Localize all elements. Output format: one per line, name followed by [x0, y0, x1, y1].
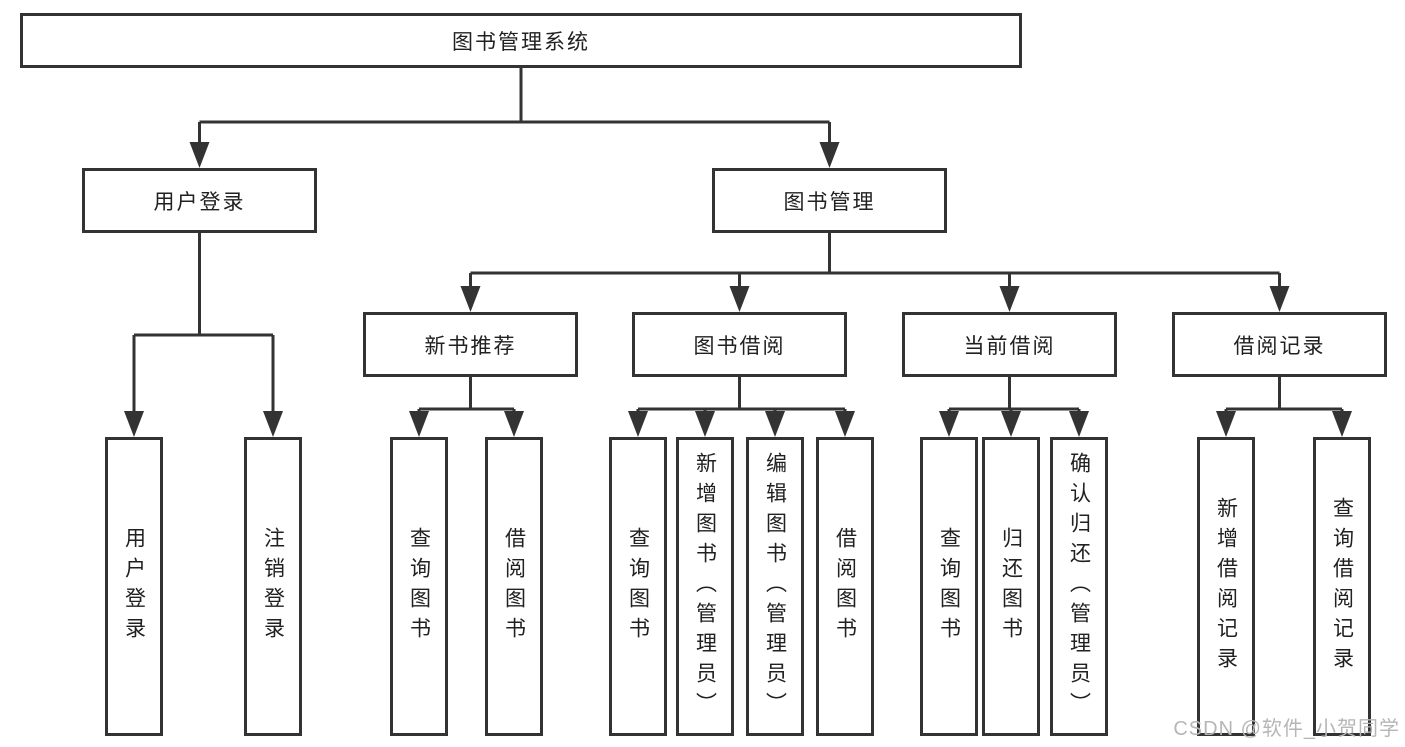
arrow-down-icon	[504, 411, 524, 437]
node-borrowing-records: 借阅记录	[1172, 312, 1387, 377]
branch-current-borrow-children	[947, 377, 1081, 415]
arrow-down-icon	[1269, 286, 1290, 312]
branch-book-borrow-children	[636, 377, 847, 415]
leaf-return-books: 归还图书	[982, 437, 1040, 736]
arrow-down-icon	[999, 286, 1020, 312]
branch-user-login-children	[132, 233, 275, 415]
arrow-down-icon	[1001, 411, 1021, 437]
leaf-query-books-current: 查询图书	[920, 437, 978, 736]
leaf-add-books-admin: 新增图书（管理员）	[676, 437, 734, 736]
arrow-down-icon	[1216, 411, 1236, 437]
arrow-down-icon	[263, 411, 283, 437]
leaf-confirm-return-admin: 确认归还（管理员）	[1050, 437, 1108, 736]
leaf-user-login: 用户登录	[105, 437, 163, 736]
node-user-login: 用户登录	[82, 168, 317, 233]
node-book-borrowing: 图书借阅	[632, 312, 847, 377]
arrowheads	[124, 142, 1352, 437]
arrow-down-icon	[695, 411, 715, 437]
arrow-down-icon	[765, 411, 785, 437]
leaf-logout: 注销登录	[244, 437, 302, 736]
leaf-query-borrow-record: 查询借阅记录	[1313, 437, 1371, 736]
arrow-down-icon	[1069, 411, 1089, 437]
arrow-down-icon	[835, 411, 855, 437]
arrow-down-icon	[124, 411, 144, 437]
arrow-down-icon	[460, 286, 481, 312]
leaf-add-borrow-record: 新增借阅记录	[1197, 437, 1255, 736]
node-current-borrowing: 当前借阅	[902, 312, 1117, 377]
branch-root-to-level2	[198, 67, 831, 146]
branch-new-books-children	[417, 377, 516, 415]
leaf-query-books-borrowing: 查询图书	[609, 437, 667, 736]
arrow-down-icon	[189, 142, 210, 168]
leaf-borrow-books-borrowing: 借阅图书	[816, 437, 874, 736]
node-book-management: 图书管理	[712, 168, 947, 233]
leaf-edit-books-admin: 编辑图书（管理员）	[746, 437, 804, 736]
arrow-down-icon	[819, 142, 840, 168]
node-new-book-recommendation: 新书推荐	[363, 312, 578, 377]
branch-borrow-records-children	[1224, 377, 1344, 415]
leaf-query-books-new-book: 查询图书	[390, 437, 448, 736]
csdn-watermark: CSDN @软件_小贺同学	[1173, 718, 1400, 740]
arrow-down-icon	[729, 286, 750, 312]
leaf-borrow-books-new-book: 借阅图书	[485, 437, 543, 736]
arrow-down-icon	[939, 411, 959, 437]
arrow-down-icon	[1332, 411, 1352, 437]
arrow-down-icon	[409, 411, 429, 437]
node-library-management-system: 图书管理系统	[20, 13, 1022, 68]
branch-lines	[132, 67, 1344, 415]
branch-book-mgmt-to-level3	[469, 233, 1281, 290]
arrow-down-icon	[628, 411, 648, 437]
